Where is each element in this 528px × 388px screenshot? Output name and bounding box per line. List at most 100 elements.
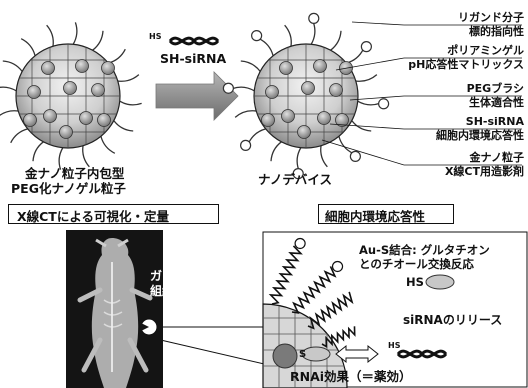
label-pointer bbox=[335, 57, 405, 71]
peg-chain bbox=[284, 24, 292, 47]
peg-chain bbox=[346, 48, 364, 64]
intracellular-panel-title: 細胞内環境応答性 bbox=[325, 209, 426, 224]
label-pointer bbox=[349, 95, 405, 101]
nanodevice-particle bbox=[222, 12, 522, 180]
peg-chain bbox=[0, 86, 17, 92]
nanogel-caption-line1: 金ナノ粒子内包型 bbox=[25, 166, 125, 181]
peg-chain bbox=[240, 60, 261, 72]
sulfur-label: S bbox=[299, 349, 307, 360]
peg-chain bbox=[20, 38, 36, 56]
peg-chain bbox=[58, 147, 64, 170]
gold-nanoparticle bbox=[59, 125, 73, 139]
xray-ct-image bbox=[66, 230, 163, 388]
exchange-text-line1: Au-S結合: グルタチオン bbox=[359, 243, 490, 257]
peg-chain bbox=[258, 38, 274, 56]
rnai-effect-text: RNAi効果（＝薬効） bbox=[290, 369, 412, 384]
nanogel-particle bbox=[0, 22, 142, 170]
glutathione-thiol-ellipse bbox=[425, 274, 455, 290]
ligand-molecule bbox=[240, 139, 252, 151]
sirna-release-text: siRNAのリリース bbox=[403, 313, 503, 327]
peg-chain bbox=[2, 60, 23, 72]
gold-nanoparticle bbox=[43, 109, 57, 123]
exchange-text-line2: とのチオール交換反応 bbox=[359, 257, 474, 271]
peg-chain bbox=[0, 110, 19, 116]
exchange-double-arrow bbox=[335, 344, 379, 364]
intracellular-diagram bbox=[262, 231, 528, 388]
peg-chain bbox=[248, 128, 266, 144]
gold-nanoparticle bbox=[23, 113, 37, 127]
peg-chain bbox=[113, 120, 134, 132]
peg-chain bbox=[310, 22, 316, 45]
peg-chain bbox=[320, 145, 328, 168]
xray-panel-title: X線CTによる可視化・定量 bbox=[17, 209, 169, 224]
peg-chain bbox=[46, 24, 54, 47]
nanogel-caption-line2: PEG化ナノゲル粒子 bbox=[11, 181, 126, 196]
peg-chain bbox=[351, 120, 372, 132]
gold-nanoparticle bbox=[101, 61, 115, 75]
peg-chain bbox=[234, 110, 257, 118]
gold-nanoparticle bbox=[97, 113, 111, 127]
peg-chain bbox=[92, 30, 104, 51]
gold-nanoparticle bbox=[261, 113, 275, 127]
ligand-molecule bbox=[360, 41, 372, 53]
gold-nanoparticle bbox=[279, 61, 293, 75]
peg-chain bbox=[100, 136, 116, 154]
gold-nanoparticle-zoom bbox=[272, 343, 298, 369]
ligand-molecule bbox=[251, 30, 263, 42]
gold-nanoparticle bbox=[335, 113, 349, 127]
hs-sirna-prefix: HS bbox=[388, 341, 401, 350]
ligand-molecule bbox=[349, 150, 361, 162]
intracellular-panel-title-box: 細胞内環境応答性 bbox=[318, 204, 454, 224]
component-label-role: pH応答性マトリックス bbox=[408, 58, 524, 71]
conjugation-arrow bbox=[155, 71, 239, 121]
peg-chain bbox=[32, 141, 44, 162]
label-pointer bbox=[329, 123, 405, 130]
gold-nanoparticle bbox=[265, 85, 279, 99]
hs-thiol-label: HS bbox=[406, 275, 424, 289]
sirna-double-helix-icon bbox=[168, 36, 220, 46]
gold-nanoparticle bbox=[317, 111, 331, 125]
gold-nanoparticle bbox=[297, 125, 311, 139]
gold-nanoparticle bbox=[91, 83, 105, 97]
component-label-name: SH-siRNA bbox=[465, 115, 524, 128]
peg-chain bbox=[270, 141, 282, 162]
peg-chain bbox=[296, 147, 302, 170]
peg-chain bbox=[232, 86, 255, 92]
peg-chain-spring bbox=[321, 326, 356, 348]
label-pointer bbox=[351, 21, 405, 26]
ligand-molecule bbox=[378, 98, 390, 110]
gold-nanoparticle bbox=[281, 109, 295, 123]
tumor-label-line2: 組織 bbox=[150, 284, 175, 298]
ligand-molecule bbox=[331, 260, 344, 273]
gold-nanoparticles bbox=[23, 59, 115, 139]
label-pointer bbox=[321, 139, 405, 166]
peg-chain bbox=[117, 74, 140, 82]
component-label-role: 生体適合性 bbox=[469, 96, 524, 109]
peg-chain bbox=[119, 100, 142, 106]
ligand-molecule bbox=[222, 82, 234, 94]
gold-nanoparticle bbox=[313, 59, 327, 73]
peg-chain bbox=[108, 48, 126, 64]
bound-thiol-ellipse bbox=[301, 346, 331, 362]
hs-prefix-label: HS bbox=[149, 32, 162, 41]
label-leader-lines bbox=[321, 21, 522, 166]
gold-nanoparticle bbox=[27, 85, 41, 99]
released-sirna-helix-icon bbox=[396, 349, 448, 359]
peg-chain bbox=[338, 136, 354, 154]
sh-sirna-label: SH-siRNA bbox=[160, 51, 227, 66]
peg-chain bbox=[357, 100, 380, 106]
peg-chain-spring bbox=[291, 266, 337, 314]
ligand-molecule bbox=[308, 12, 320, 24]
gold-nanoparticle bbox=[329, 83, 343, 97]
gold-nanoparticle bbox=[301, 81, 315, 95]
component-label-name: リガンド分子 bbox=[458, 11, 524, 24]
peg-chain bbox=[82, 145, 90, 168]
xray-panel-title-box: X線CTによる可視化・定量 bbox=[8, 204, 219, 224]
gold-nanoparticle bbox=[79, 111, 93, 125]
ligand-molecule bbox=[294, 237, 306, 250]
peg-chain bbox=[330, 30, 342, 51]
peg-chain bbox=[355, 74, 378, 82]
peg-chain-spring bbox=[307, 291, 354, 330]
component-label-name: PEGブラシ bbox=[466, 82, 524, 95]
